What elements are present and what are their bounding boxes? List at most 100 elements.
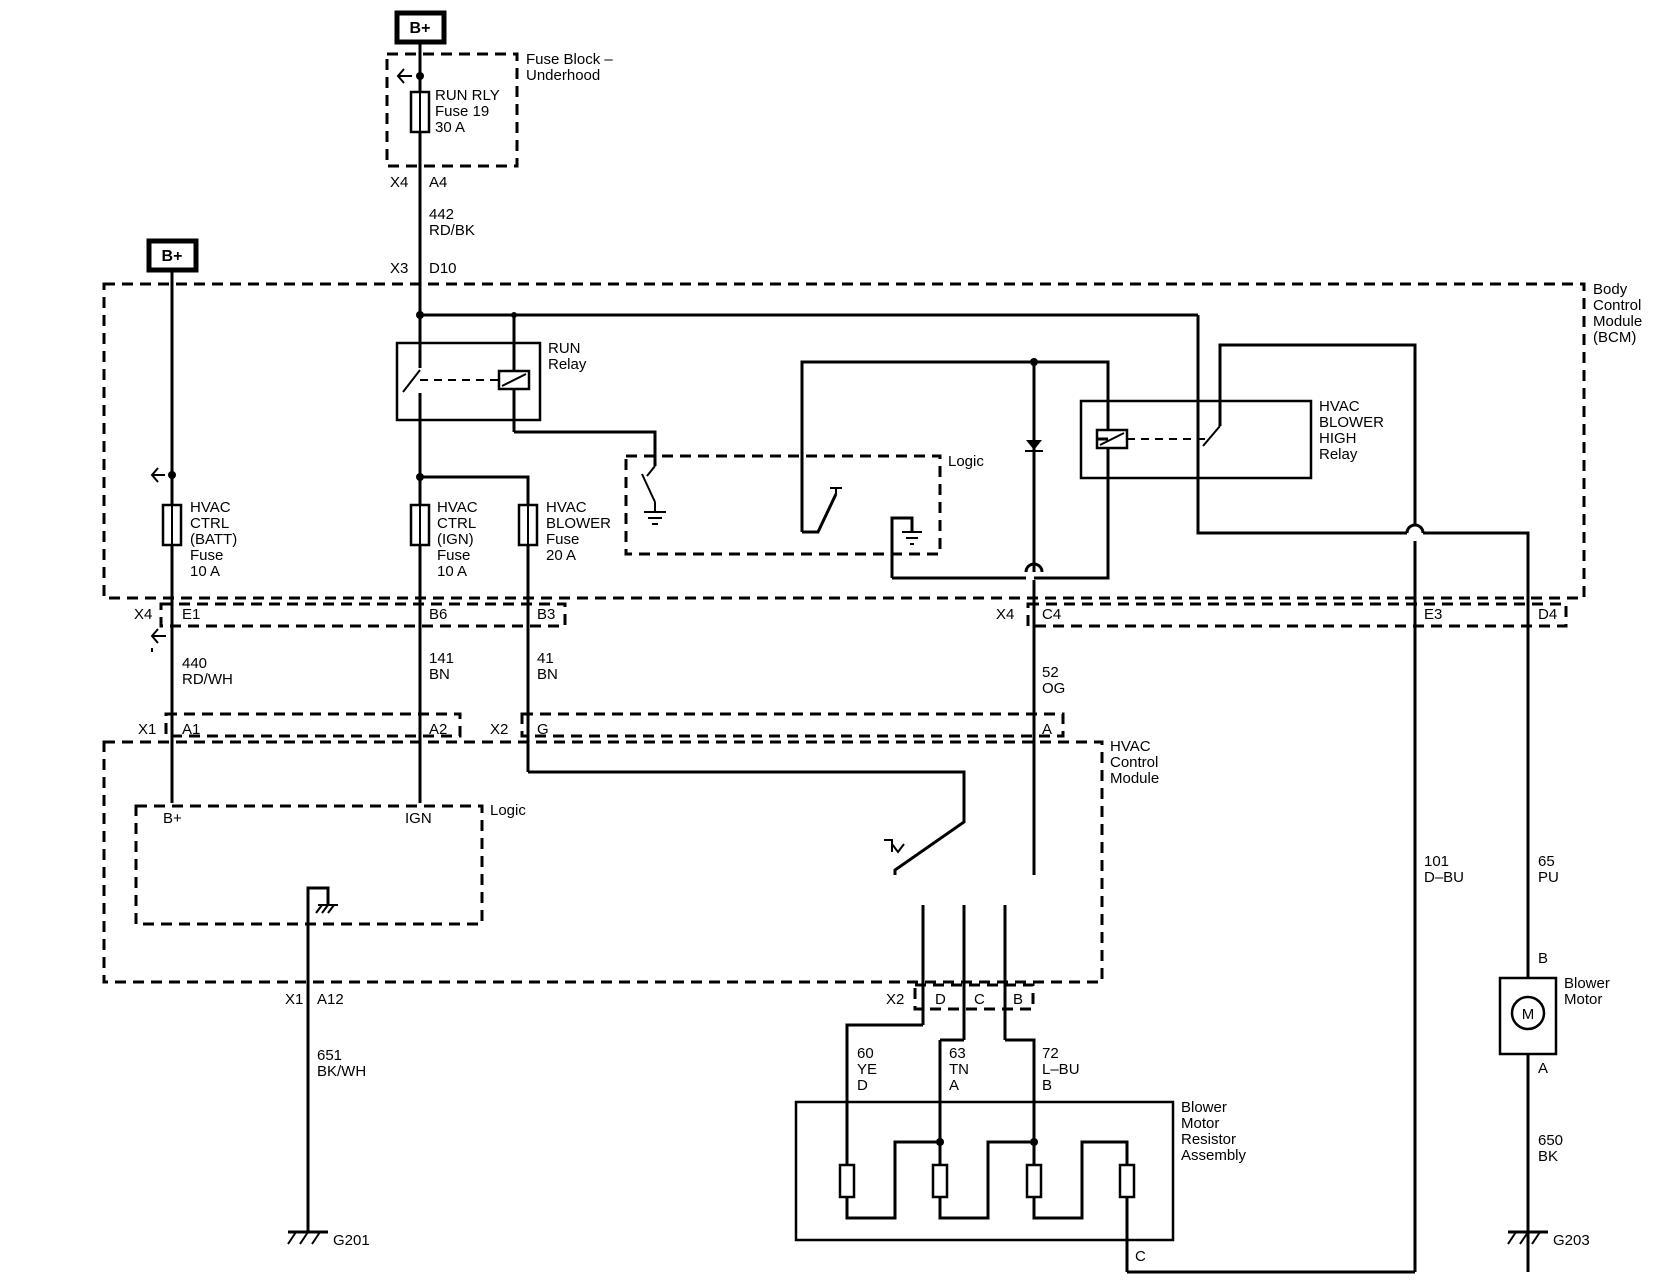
wire-442-number: 442 [429, 206, 454, 223]
bcm-logic-label: Logic [948, 453, 984, 470]
fuse-ign-label: HVAC [437, 499, 478, 516]
wire-41-color: BN [537, 666, 558, 683]
svg-text:Fuse: Fuse [546, 531, 579, 548]
wire-52-color: OG [1042, 680, 1065, 697]
svg-text:10 A: 10 A [437, 563, 467, 580]
pin-b6: B6 [429, 606, 447, 623]
wire-72-color: L–BU [1042, 1061, 1080, 1078]
resistor-2 [931, 1163, 949, 1199]
fuse-block-title: Fuse Block – [526, 51, 613, 68]
resistor-title: Blower [1181, 1099, 1227, 1116]
svg-text:(BCM): (BCM) [1593, 329, 1636, 346]
hvac-module-title: HVAC [1110, 738, 1151, 755]
wire-63-color: TN [949, 1061, 969, 1078]
connector-x2-top: X2 [490, 721, 508, 738]
wire-442-color: RD/BK [429, 222, 475, 239]
resistor-3 [1025, 1163, 1043, 1199]
svg-text:Fuse: Fuse [437, 547, 470, 564]
connector-x1-bottom: X1 [285, 991, 303, 1008]
svg-text:Module: Module [1110, 770, 1159, 787]
wire-41-number: 41 [537, 650, 554, 667]
svg-text:Fuse: Fuse [190, 547, 223, 564]
svg-text:Control: Control [1110, 754, 1158, 771]
connector-x2-bottom: X2 [886, 991, 904, 1008]
motor-title: Blower [1564, 975, 1610, 992]
body-control-module: Body Control Module (BCM) [102, 281, 1642, 600]
wire-651-number: 651 [317, 1047, 342, 1064]
logic-bplus-input: B+ [163, 810, 182, 827]
hvac-relay-label: HVAC [1319, 398, 1360, 415]
wire-141-number: 141 [429, 650, 454, 667]
wire-440-color: RD/WH [182, 671, 233, 688]
wire-101-number: 101 [1424, 853, 1449, 870]
connector-x4-top: X4 [390, 174, 408, 191]
wire-651-color: BK/WH [317, 1063, 366, 1080]
motor-pin-a: A [1538, 1060, 1548, 1077]
resistor-4 [1118, 1163, 1136, 1199]
svg-text:Fuse 19: Fuse 19 [435, 103, 489, 120]
svg-text:BLOWER: BLOWER [1319, 414, 1384, 431]
pin-d10: D10 [429, 260, 457, 277]
wire-101-color: D–BU [1424, 869, 1464, 886]
resistor-1 [838, 1163, 856, 1199]
fuse-blower-label: HVAC [546, 499, 587, 516]
pin-a-hvac: A [1042, 721, 1052, 738]
svg-text:Control: Control [1593, 297, 1641, 314]
ground-g201: G201 [287, 1230, 370, 1249]
svg-text:20 A: 20 A [546, 547, 576, 564]
fuse-19-label: RUN RLY [435, 87, 500, 104]
pin-g: G [537, 721, 549, 738]
connector-x3: X3 [390, 260, 408, 277]
pin-e3: E3 [1424, 606, 1442, 623]
wire-650-number: 650 [1538, 1132, 1563, 1149]
wire-650-color: BK [1538, 1148, 1558, 1165]
pin-a12: A12 [317, 991, 344, 1008]
wire-63-pin: A [949, 1077, 959, 1094]
svg-text:Underhood: Underhood [526, 67, 600, 84]
ground-g203-label: G203 [1553, 1232, 1590, 1249]
pin-a4: A4 [429, 174, 447, 191]
bcm-title: Body [1593, 281, 1628, 298]
svg-text:Module: Module [1593, 313, 1642, 330]
svg-text:HIGH: HIGH [1319, 430, 1357, 447]
svg-text:(BATT): (BATT) [190, 531, 237, 548]
ground-g201-label: G201 [333, 1232, 370, 1249]
wire-63-number: 63 [949, 1045, 966, 1062]
motor-symbol: M [1522, 1006, 1535, 1023]
svg-text:Motor: Motor [1564, 991, 1602, 1008]
wire-72-number: 72 [1042, 1045, 1059, 1062]
fuse-batt-label: HVAC [190, 499, 231, 516]
blower-motor-resistor-assembly: Blower Motor Resistor Assembly [794, 1099, 1247, 1272]
svg-text:30 A: 30 A [435, 119, 465, 136]
blower-motor: M Blower Motor B A [1498, 950, 1610, 1272]
bcm-logic: Logic [624, 453, 984, 556]
connector-x4-bcm-right: X4 [996, 606, 1014, 623]
run-relay: RUN Relay [395, 340, 587, 432]
ground-g203: G203 [1507, 1230, 1590, 1249]
bplus-source-top: B+ [394, 10, 447, 45]
pin-c4: C4 [1042, 606, 1061, 623]
pin-d4: D4 [1538, 606, 1557, 623]
pin-d-hvac: D [935, 991, 946, 1008]
svg-text:Relay: Relay [1319, 446, 1358, 463]
wire-440-number: 440 [182, 655, 207, 672]
wire-60-pin: D [857, 1077, 868, 1094]
svg-text:Relay: Relay [548, 356, 587, 373]
svg-text:Assembly: Assembly [1181, 1147, 1247, 1164]
wire-72-pin: B [1042, 1077, 1052, 1094]
connector-x4-bcm-left: X4 [134, 606, 152, 623]
hvac-blower-high-relay: HVAC BLOWER HIGH Relay [1079, 398, 1384, 480]
wire-65-number: 65 [1538, 853, 1555, 870]
wire-60-color: YE [857, 1061, 877, 1078]
bplus-source-left: B+ [146, 238, 199, 273]
wire-52-number: 52 [1042, 664, 1059, 681]
pin-b-hvac: B [1013, 991, 1023, 1008]
pin-a2: A2 [429, 721, 447, 738]
wire-65-color: PU [1538, 869, 1559, 886]
connector-x1-top: X1 [138, 721, 156, 738]
wire-141-color: BN [429, 666, 450, 683]
wire-60-number: 60 [857, 1045, 874, 1062]
svg-text:B+: B+ [410, 20, 431, 37]
svg-text:Resistor: Resistor [1181, 1131, 1236, 1148]
